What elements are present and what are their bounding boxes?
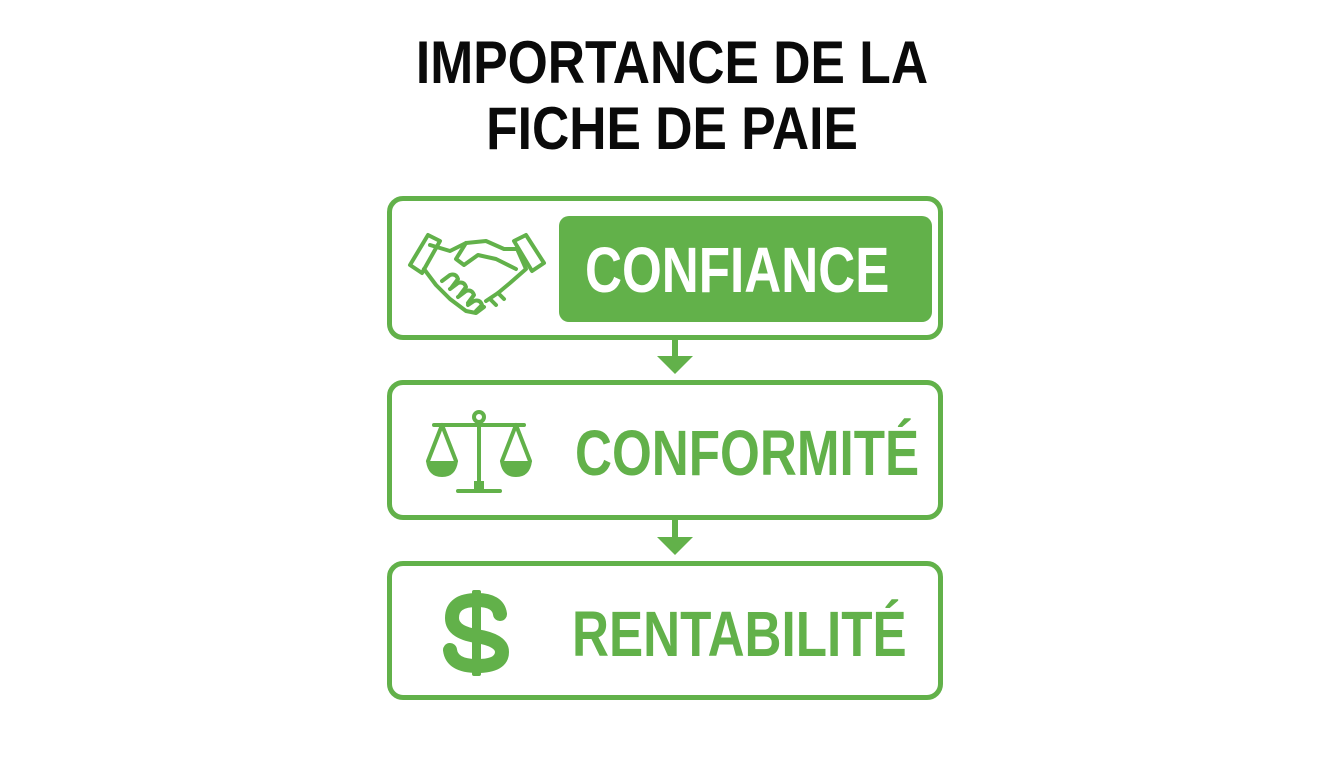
- page-title: IMPORTANCE DE LA FICHE DE PAIE: [94, 30, 1250, 162]
- dollar-icon: [442, 590, 512, 676]
- handshake-icon: [406, 229, 548, 319]
- title-line-1: IMPORTANCE DE LA: [415, 29, 929, 96]
- label-highlight: [559, 216, 932, 322]
- step-box-conformite: CONFORMITÉ: [387, 380, 943, 520]
- step-box-rentabilite: RENTABILITÉ: [387, 561, 943, 700]
- step-box-confiance: CONFIANCE: [387, 196, 943, 340]
- scale-icon: [424, 407, 534, 497]
- step-label-confiance: CONFIANCE: [585, 234, 890, 306]
- arrow-down-icon: [657, 519, 693, 559]
- title-line-2: FICHE DE PAIE: [486, 95, 858, 162]
- arrow-down-icon: [657, 338, 693, 378]
- step-label-rentabilite: RENTABILITÉ: [572, 598, 907, 670]
- step-label-conformite: CONFORMITÉ: [575, 417, 920, 489]
